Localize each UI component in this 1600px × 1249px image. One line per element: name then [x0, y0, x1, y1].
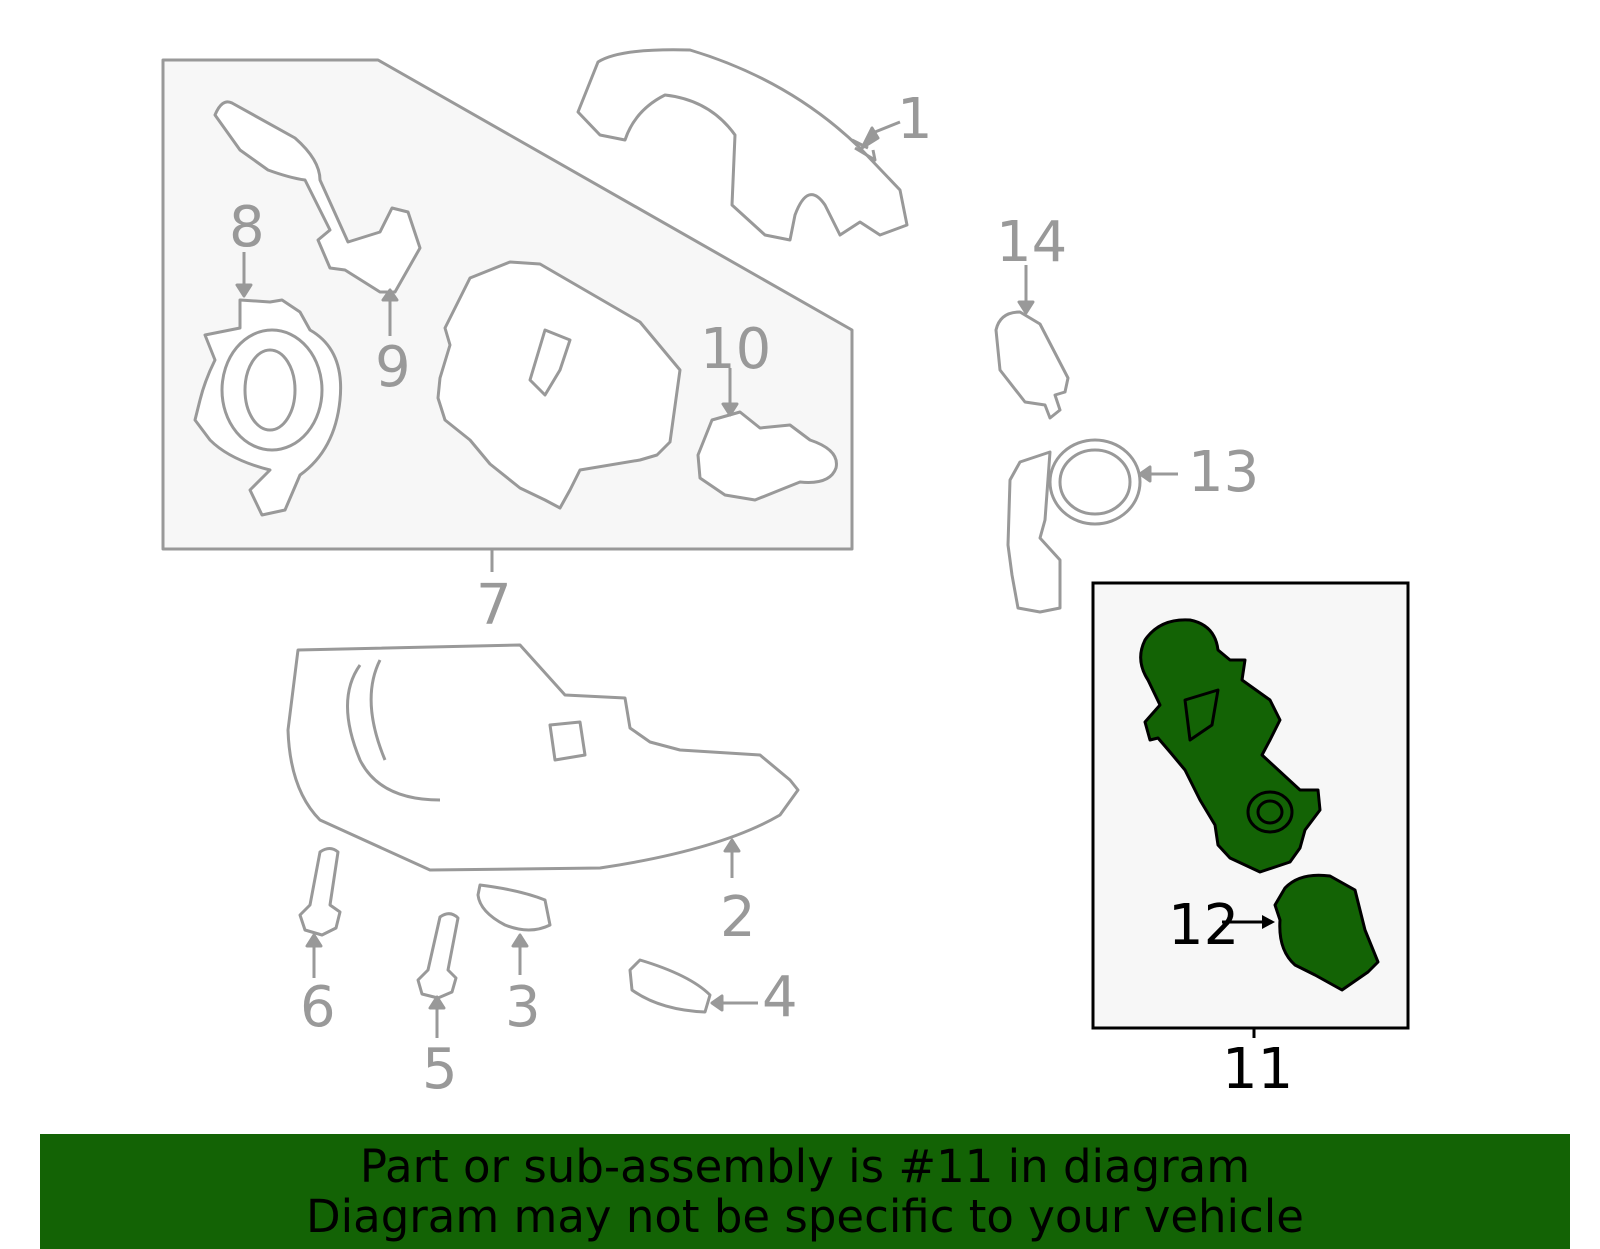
part-9-wiper-lever	[213, 100, 422, 294]
banner-line-2: Diagram may not be specific to your vehi…	[306, 1189, 1304, 1243]
part-3-clip	[476, 883, 552, 932]
callout-13[interactable]: 13	[1188, 440, 1260, 505]
part-2-lower-shroud	[286, 643, 800, 872]
callout-2[interactable]: 2	[720, 885, 756, 950]
callout-1[interactable]: 1	[897, 87, 933, 152]
callout-6[interactable]: 6	[300, 975, 336, 1040]
part-info-banner: Part or sub-assembly is #11 in diagram D…	[40, 1134, 1570, 1249]
part-12-lock-housing	[1273, 873, 1380, 992]
part-4-cover	[628, 958, 712, 1014]
callout-7[interactable]: 7	[476, 573, 512, 638]
callout-4[interactable]: 4	[762, 965, 798, 1030]
callout-3[interactable]: 3	[505, 975, 541, 1040]
banner-line-1: Part or sub-assembly is #11 in diagram	[359, 1139, 1251, 1193]
part-1-upper-shroud	[576, 48, 909, 242]
callout-8[interactable]: 8	[229, 195, 265, 260]
callout-9[interactable]: 9	[375, 335, 411, 400]
callout-14[interactable]: 14	[996, 210, 1068, 275]
part-10-switch	[696, 410, 838, 502]
callout-10[interactable]: 10	[700, 317, 772, 382]
part-14-lock-cylinder	[994, 310, 1070, 420]
callout-11[interactable]: 11	[1222, 1037, 1294, 1102]
part-7-switch-housing	[436, 260, 682, 510]
part-13-transceiver	[1006, 438, 1142, 614]
callout-12[interactable]: 12	[1168, 893, 1240, 958]
part-8-clockspring	[193, 298, 343, 517]
part-5-bolt	[416, 912, 460, 1000]
part-6-bolt	[298, 847, 342, 937]
callout-5[interactable]: 5	[422, 1037, 458, 1102]
